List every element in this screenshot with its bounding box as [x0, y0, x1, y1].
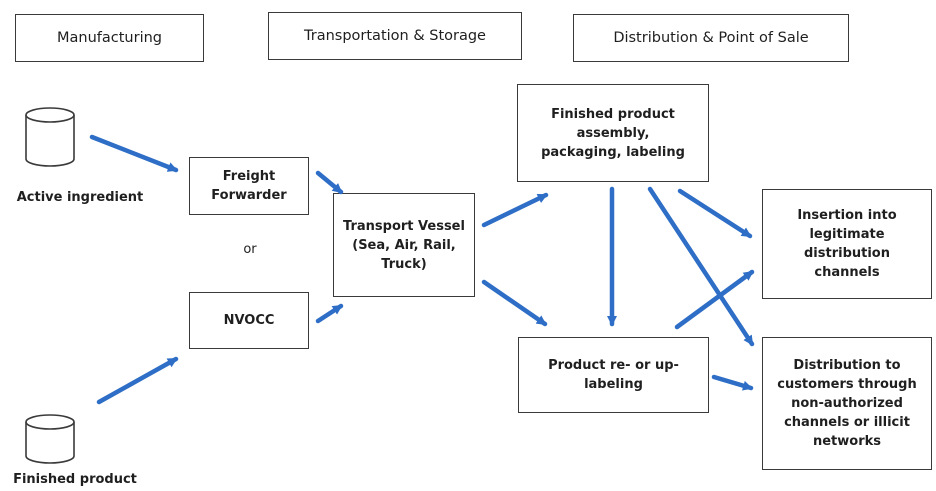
source-label-active-ingredient: Active ingredient: [16, 190, 144, 205]
arrow-nvocc-to-vessel: [315, 303, 344, 324]
or-label: or: [243, 242, 257, 257]
node-transport-vessel: Transport Vessel (Sea, Air, Rail, Truck): [333, 193, 475, 297]
arrow-relabel-to-legit: [674, 269, 755, 330]
arrow-vessel-to-relabel: [481, 279, 548, 327]
node-freight-forwarder: Freight Forwarder: [189, 157, 309, 215]
header-manufacturing: Manufacturing: [15, 14, 204, 62]
cylinder-icon: [25, 107, 75, 167]
arrow-assembly-to-illicit: [647, 186, 755, 347]
header-distribution-point-of-sale: Distribution & Point of Sale: [573, 14, 849, 62]
arrow-finished-to-nvocc: [96, 356, 179, 405]
source-label-finished-product: Finished product: [13, 472, 137, 487]
node-illicit-distribution: Distribution to customers through non-au…: [762, 337, 932, 470]
arrow-relabel-to-illicit: [711, 374, 754, 391]
arrow-vessel-to-assembly: [481, 192, 549, 228]
arrow-freight-to-vessel: [315, 170, 344, 195]
node-legitimate-distribution: Insertion into legitimate distribution c…: [762, 189, 932, 299]
node-nvocc: NVOCC: [189, 292, 309, 349]
arrow-assembly-to-legit: [677, 188, 753, 239]
arrow-active-to-freight: [89, 134, 179, 173]
node-finished-product-assembly: Finished product assembly, packaging, la…: [517, 84, 709, 182]
node-product-relabeling: Product re- or up-labeling: [518, 337, 709, 413]
cylinder-icon: [25, 414, 75, 464]
header-transportation-storage: Transportation & Storage: [268, 12, 522, 60]
